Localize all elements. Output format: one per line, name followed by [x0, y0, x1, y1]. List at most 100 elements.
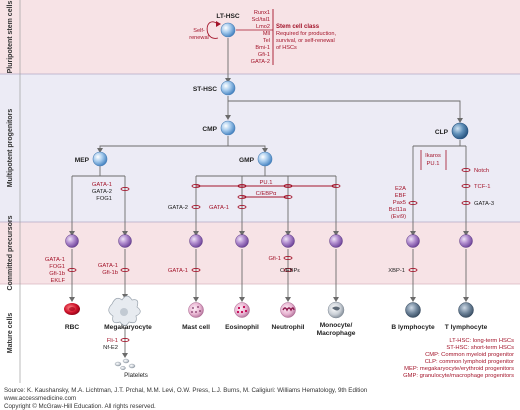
eosinophil-label: Eosinophil — [225, 324, 259, 331]
platelets-cells — [114, 358, 136, 371]
self-renewal-arrow — [206, 21, 219, 39]
gfi1-factor: Gfi-1 — [268, 256, 281, 262]
svg-text:survival, or self-renewal: survival, or self-renewal — [276, 38, 335, 44]
pu1-factor: PU.1 — [260, 180, 273, 186]
band-committed — [0, 222, 520, 284]
t-lymphocyte-cell — [458, 302, 474, 318]
svg-text:FOG1: FOG1 — [96, 196, 112, 202]
svg-text:GATA-1: GATA-1 — [45, 257, 65, 263]
mep-cell — [92, 151, 108, 167]
xbp1-factor: XBP-1 — [388, 268, 405, 274]
gmp-cell — [257, 151, 273, 167]
megakaryocyte-label: Megakaryocyte — [104, 324, 152, 331]
rbc-label: RBC — [65, 324, 80, 331]
monocyte-label-line1: Monocyte/ — [320, 322, 353, 329]
svg-text:Runx1: Runx1 — [254, 10, 270, 16]
svg-text:CLP: common lymphoid progenito: CLP: common lymphoid progenitor — [425, 359, 514, 365]
svg-text:Fli-1: Fli-1 — [107, 338, 118, 344]
t-lymphocyte-label: T lymphocyte — [445, 324, 488, 331]
b-lineage-factors: E2A EBF Pax5 Bcl11a (Evi9) — [389, 186, 407, 220]
svg-text:Bcl11a: Bcl11a — [389, 207, 407, 213]
lt-hsc-cell — [220, 22, 236, 38]
abbreviations-legend: LT-HSC: long-term HSCs ST-HSC: short-ter… — [403, 338, 514, 379]
cebpe-factor: C/EBPε — [280, 268, 300, 274]
footer-source: Source: K. Kaushansky, M.A. Lichtman, J.… — [4, 387, 368, 394]
svg-text:Gfi-1: Gfi-1 — [258, 52, 270, 58]
band-multipotent — [0, 74, 520, 222]
svg-text:Gfi-1b: Gfi-1b — [102, 270, 118, 276]
platelets-label: Platelets — [124, 372, 148, 379]
band-label-multipotent: Multipotent progenitors — [7, 109, 14, 188]
lineage-lines — [71, 38, 467, 356]
svg-text:GATA-1: GATA-1 — [98, 263, 118, 269]
svg-text:Bmi-1: Bmi-1 — [255, 45, 270, 51]
svg-text:Nf-E2: Nf-E2 — [103, 345, 118, 351]
mast-cell-label: Mast cell — [182, 324, 210, 331]
neutrophil-label: Neutrophil — [272, 324, 305, 331]
svg-text:GMP: granulocyte/macrophage pr: GMP: granulocyte/macrophage progenitors — [403, 373, 514, 379]
svg-text:Scl/tal1: Scl/tal1 — [252, 17, 270, 23]
svg-text:Lmo2: Lmo2 — [256, 24, 270, 30]
precursor-cells — [65, 234, 473, 248]
svg-text:(Evi9): (Evi9) — [391, 214, 406, 220]
svg-text:Required for production,: Required for production, — [276, 31, 336, 37]
gmp-label: GMP — [239, 157, 255, 164]
gata1-mast-factor: GATA-1 — [168, 268, 188, 274]
clp-label: CLP — [435, 129, 449, 136]
b-lymphocyte-label: B lymphocyte — [391, 324, 435, 331]
svg-text:E2A: E2A — [395, 186, 406, 192]
svg-text:GATA-1: GATA-1 — [92, 182, 112, 188]
svg-text:GATA-2: GATA-2 — [92, 189, 112, 195]
svg-text:Gfi-1b: Gfi-1b — [49, 271, 65, 277]
self-renewal-label-1: Self- — [193, 28, 205, 34]
mep-label: MEP — [75, 157, 90, 164]
monocyte-label-line2: Macrophage — [317, 330, 356, 337]
footer-url: www.accessmedicine.com — [4, 395, 77, 402]
band-label-committed: Committed precursors — [7, 215, 14, 290]
band-pluripotent — [0, 0, 520, 74]
svg-text:Pax5: Pax5 — [393, 200, 406, 206]
band-label-mature: Mature cells — [7, 313, 14, 354]
svg-text:EBF: EBF — [395, 193, 407, 199]
band-mature — [0, 284, 520, 383]
clp-cell — [451, 122, 469, 140]
b-lymphocyte-cell — [405, 302, 421, 318]
mep-factors: GATA-1 GATA-2 FOG1 — [92, 182, 112, 202]
st-hsc-label: ST-HSC — [193, 86, 217, 93]
megakaryocyte-factors: GATA-1 Gfi-1b — [98, 263, 118, 276]
cmp-label: CMP — [202, 126, 217, 133]
svg-text:ST-HSC: short-term HSCs: ST-HSC: short-term HSCs — [446, 345, 514, 351]
gata3-factor: GATA-3 — [474, 201, 494, 207]
tcf1-factor: TCF-1 — [474, 184, 490, 190]
pu1-clp-factor: PU.1 — [427, 161, 440, 167]
st-hsc-cell — [220, 80, 236, 96]
band-label-pluripotent: Pluripotent stem cells — [7, 1, 14, 74]
cmp-cell — [220, 120, 236, 136]
arrowheads — [69, 78, 469, 358]
svg-text:MEP: megakaryocyte/erythroid p: MEP: megakaryocyte/erythroid progenitors — [404, 366, 514, 372]
svg-text:Tel: Tel — [263, 38, 270, 44]
svg-text:LT-HSC: long-term HSCs: LT-HSC: long-term HSCs — [449, 338, 514, 344]
neutrophil-cell — [280, 302, 296, 318]
svg-text:GATA-2: GATA-2 — [251, 59, 270, 65]
cebpa-factor: C/EBPα — [256, 191, 277, 197]
eosinophil-cell — [234, 302, 250, 318]
svg-text:CMP: Common myeloid progenitor: CMP: Common myeloid progenitor — [425, 352, 514, 358]
pu1-span — [196, 185, 336, 198]
notch-factor: Notch — [474, 168, 489, 174]
gata2-factor: GATA-2 — [168, 205, 188, 211]
svg-text:EKLF: EKLF — [51, 278, 66, 284]
rbc-factors: GATA-1 FOG1 Gfi-1b EKLF — [45, 257, 66, 284]
stem-genes-list: Runx1 Scl/tal1 Lmo2 Mll Tel Bmi-1 Gfi-1 … — [251, 10, 270, 65]
svg-text:of HSCs: of HSCs — [276, 45, 297, 51]
platelet-factors: Fli-1 Nf-E2 — [103, 338, 118, 351]
stem-class-desc: Required for production, survival, or se… — [276, 31, 336, 51]
ikaros-factor: Ikaros — [425, 153, 441, 159]
self-renewal-label-2: renewal — [189, 35, 209, 41]
gata1-gmp-factor: GATA-1 — [209, 205, 229, 211]
stem-class-title: Stem cell class — [276, 24, 320, 30]
svg-text:FOG1: FOG1 — [49, 264, 65, 270]
footer-copyright: Copyright © McGraw-Hill Education. All r… — [4, 403, 156, 410]
lt-hsc-label: LT-HSC — [216, 13, 240, 20]
